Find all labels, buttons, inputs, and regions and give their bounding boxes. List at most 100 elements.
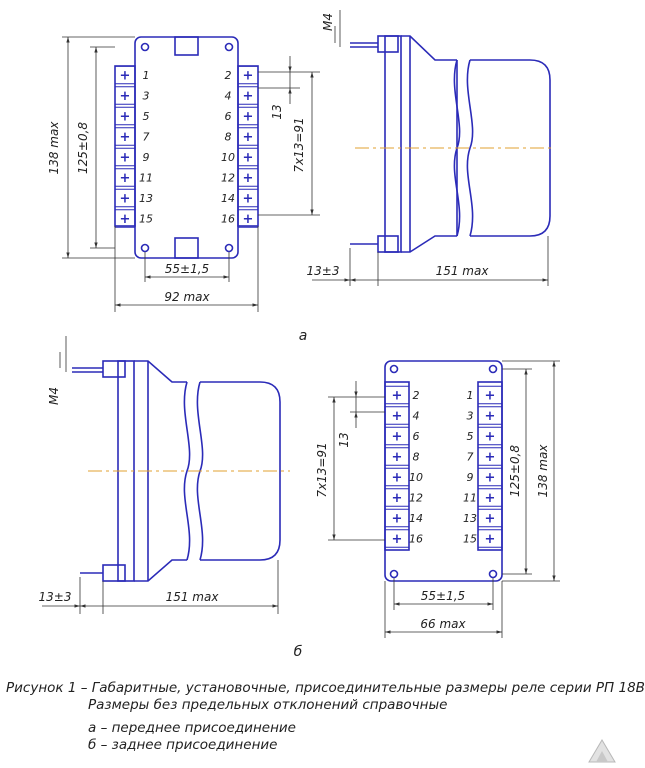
view-b-back-dim-text: 138 max 125±0,8 13 7x13=91 55±1,5 66 max — [315, 432, 550, 631]
terminal-cell — [384, 508, 410, 528]
terminal-number: 16 — [221, 213, 235, 226]
terminal-plus-icon: + — [392, 450, 403, 465]
dim-b-width-max: 66 max — [420, 617, 466, 631]
terminal-cell — [477, 488, 503, 507]
terminal-cell — [237, 86, 259, 105]
terminal-plus-icon: + — [120, 69, 131, 84]
terminal-number: 6 — [413, 430, 420, 443]
dim-b-pitch: 13 — [337, 432, 351, 447]
terminal-plus-icon: + — [243, 130, 254, 145]
terminal-cell — [477, 529, 503, 548]
view-a-front-dimensions — [62, 36, 320, 312]
terminal-cell — [384, 529, 410, 548]
dim-a-length: 151 max — [436, 264, 490, 278]
terminal-cell — [237, 106, 259, 126]
terminal-cell — [384, 406, 410, 425]
terminal-cell — [114, 168, 136, 187]
dim-b-length: 151 max — [166, 590, 220, 604]
terminal-plus-icon: + — [120, 110, 131, 125]
terminal-number: 8 — [413, 451, 420, 464]
terminal-plus-icon: + — [485, 512, 496, 527]
view-b-pin-grid: +2+4+6+8+10+12+14+16+1+3+5+7+9+11+13+15 — [384, 385, 503, 548]
terminal-cell — [114, 209, 136, 228]
terminal-plus-icon: + — [392, 430, 403, 445]
view-a-side — [350, 35, 551, 253]
terminal-plus-icon: + — [485, 471, 496, 486]
terminal-plus-icon: + — [392, 512, 403, 527]
terminal-number: 11 — [139, 172, 153, 185]
terminal-number: 4 — [413, 410, 420, 423]
view-a-side-dimensions — [312, 10, 549, 286]
terminal-plus-icon: + — [485, 389, 496, 404]
caption-note: Размеры без предельных отклонений справо… — [88, 697, 448, 713]
terminal-cell — [384, 488, 410, 507]
terminal-cell — [477, 447, 503, 466]
terminal-cell — [477, 508, 503, 528]
view-b-label: б — [294, 644, 303, 660]
dim-b-span: 7x13=91 — [315, 442, 329, 497]
dim-b-offset: 13±3 — [39, 590, 72, 604]
terminal-number: 5 — [467, 430, 474, 443]
terminal-plus-icon: + — [243, 192, 254, 207]
view-b-side-dim-text: M4 13±3 151 max — [39, 387, 220, 604]
terminal-cell — [237, 65, 259, 85]
caption-legend-b: б – заднее присоединение — [88, 737, 278, 753]
caption-title: Рисунок 1 – Габаритные, установочные, пр… — [6, 680, 645, 696]
dim-a-height-tol: 125±0,8 — [76, 122, 90, 174]
dim-a-pitch: 13 — [270, 104, 284, 119]
terminal-cell — [237, 147, 259, 167]
terminal-plus-icon: + — [120, 89, 131, 104]
terminal-number: 12 — [409, 492, 423, 505]
terminal-cell — [237, 168, 259, 187]
view-a-pin-grid: +1+3+5+7+9+11+13+15+2+4+6+8+10+12+14+16 — [114, 65, 259, 228]
terminal-number: 3 — [467, 410, 474, 423]
terminal-plus-icon: + — [392, 471, 403, 486]
terminal-number: 7 — [143, 131, 150, 144]
terminal-number: 10 — [409, 471, 423, 484]
terminal-cell — [114, 188, 136, 208]
terminal-number: 9 — [143, 151, 150, 164]
terminal-number: 11 — [463, 492, 477, 505]
terminal-plus-icon: + — [392, 389, 403, 404]
terminal-cell — [384, 467, 410, 487]
terminal-plus-icon: + — [392, 491, 403, 506]
dim-b-width-tol: 55±1,5 — [421, 589, 465, 603]
dim-a-height-max: 138 max — [47, 121, 61, 175]
terminal-plus-icon: + — [243, 89, 254, 104]
terminal-number: 1 — [143, 69, 150, 82]
terminal-cell — [114, 65, 136, 85]
terminal-plus-icon: + — [485, 450, 496, 465]
dim-b-height-max: 138 max — [536, 444, 550, 498]
terminal-cell — [384, 447, 410, 466]
terminal-number: 4 — [225, 90, 232, 103]
terminal-number: 15 — [463, 533, 477, 546]
terminal-number: 5 — [143, 110, 150, 123]
view-a-front-dim-text: 138 max 125±0,8 55±1,5 92 max 13 7x13=91 — [47, 104, 306, 304]
terminal-cell — [114, 147, 136, 167]
technical-drawing: +1+3+5+7+9+11+13+15+2+4+6+8+10+12+14+16 … — [39, 10, 560, 660]
terminal-number: 8 — [225, 131, 232, 144]
dim-a-width-tol: 55±1,5 — [165, 262, 209, 276]
terminal-cell — [477, 426, 503, 446]
terminal-number: 15 — [139, 213, 153, 226]
dim-b-height-tol: 125±0,8 — [508, 445, 522, 497]
view-a-side-dim-text: M4 13±3 151 max — [307, 13, 490, 278]
watermark-logo-icon — [588, 739, 616, 763]
terminal-plus-icon: + — [485, 491, 496, 506]
terminal-cell — [477, 385, 503, 405]
terminal-cell — [237, 127, 259, 146]
terminal-plus-icon: + — [392, 532, 403, 547]
terminal-plus-icon: + — [392, 409, 403, 424]
figure-caption: Рисунок 1 – Габаритные, установочные, пр… — [6, 680, 645, 754]
terminal-number: 9 — [467, 471, 474, 484]
terminal-cell — [477, 467, 503, 487]
view-b-side-dimensions — [42, 336, 279, 614]
terminal-number: 14 — [409, 512, 423, 525]
terminal-plus-icon: + — [243, 171, 254, 186]
terminal-cell — [237, 188, 259, 208]
view-b-back-dimensions — [328, 360, 560, 638]
dim-a-width-max: 92 max — [164, 290, 210, 304]
terminal-cell — [114, 106, 136, 126]
terminal-number: 10 — [221, 151, 235, 164]
terminal-cell — [384, 385, 410, 405]
